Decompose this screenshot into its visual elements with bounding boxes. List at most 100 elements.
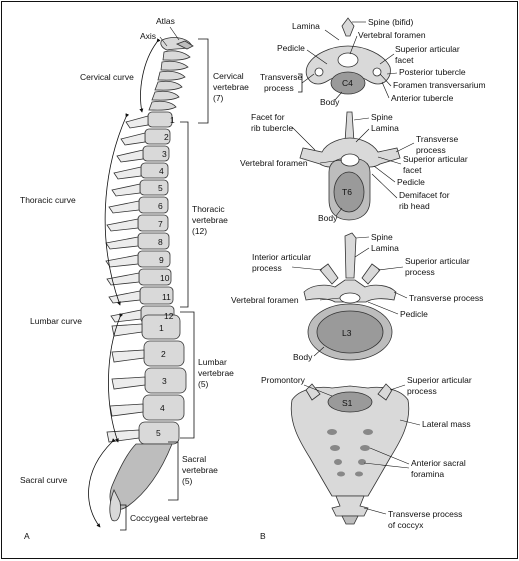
sacral-bracket (168, 441, 179, 501)
l3-spine: Spine (371, 232, 393, 242)
c4-body-label: C4 (342, 78, 353, 88)
thoracic-region-3: (12) (192, 226, 207, 236)
l3-inferior-1: Interior articular (252, 252, 311, 262)
thoracic-curve-label: Thoracic curve (20, 195, 76, 205)
lumbar-bodies (106, 314, 187, 445)
sacral-curve-label: Sacral curve (20, 475, 68, 485)
lumbar-number: 4 (160, 403, 165, 413)
thoracic-region-1: Thoracic (192, 204, 225, 214)
thoracic-bracket (180, 121, 189, 308)
lumbar-region-3: (5) (198, 379, 209, 389)
c4-sup-art-1: Superior articular (395, 44, 460, 54)
thoracic-number: 5 (158, 183, 163, 193)
l3-lamina: Lamina (371, 243, 399, 253)
thoracic-number: 12 (164, 311, 174, 321)
l3-inferior-2: process (252, 263, 282, 273)
c4-transverse-1: Transverse (260, 72, 302, 82)
c4-ant-tubercle: Anterior tubercle (391, 93, 454, 103)
lumbar-region-2: vertebrae (198, 368, 234, 378)
l3-foramen: Vertebral foramen (231, 295, 299, 305)
t6-foramen: Vertebral foramen (240, 158, 308, 168)
t6-demifacet-2: rib head (399, 201, 430, 211)
t6-sup-art-1: Superior articular (403, 154, 468, 164)
t6-pedicle: Pedicle (397, 177, 425, 187)
axis-label: Axis (140, 31, 156, 41)
thoracic-number: 3 (162, 149, 167, 159)
lumbar-number: 1 (159, 323, 164, 333)
l3-sup-art-1: Superior articular (405, 256, 470, 266)
sacrum-body-label: S1 (342, 398, 353, 408)
lumbar-curve-arrow (108, 313, 124, 443)
lumbar-number: 2 (161, 349, 166, 359)
cervical-curve-label: Cervical curve (80, 72, 134, 82)
t6-transverse-2: process (416, 145, 446, 155)
t6-sup-art-2: facet (403, 165, 422, 175)
t6-body-text: Body (318, 213, 338, 223)
cervical-curve-arrow (139, 38, 161, 113)
cervical-region-3: (7) (213, 93, 224, 103)
t6-body-label: T6 (342, 187, 352, 197)
cervical-region-2: vertebrae (213, 82, 249, 92)
c4-pedicle-label: Pedicle (277, 43, 305, 53)
l3-pedicle: Pedicle (400, 309, 428, 319)
thoracic-curve-arrow (104, 113, 130, 306)
c4-post-tubercle: Posterior tubercle (399, 67, 466, 77)
sacrum-promontory: Promontory (261, 375, 306, 385)
t6-vertebra (299, 111, 401, 221)
thoracic-number: 2 (164, 132, 169, 142)
c4-sup-art-2: facet (395, 55, 414, 65)
coccygeal-region: Coccygeal vertebrae (130, 513, 208, 523)
sacrum (290, 383, 410, 525)
thoracic-number: 8 (158, 237, 163, 247)
panel-b-letter: B (260, 531, 266, 541)
sacrum-sup-art-2: process (407, 386, 437, 396)
thoracic-number: 4 (159, 166, 164, 176)
sacral-region-1: Sacral (182, 454, 206, 464)
l3-transverse: Transverse process (409, 293, 483, 303)
atlas-label: Atlas (156, 16, 175, 26)
c4-body-text: Body (320, 97, 340, 107)
t6-demifacet-1: Demifacet for (399, 190, 450, 200)
t6-facet-2: rib tubercle (251, 123, 293, 133)
l3-vertebra (303, 232, 397, 361)
cervical-region-1: Cervical (213, 71, 244, 81)
thoracic-number: 1 (170, 115, 175, 125)
t6-transverse-1: Transverse (416, 134, 458, 144)
thoracic-number: 11 (162, 292, 171, 302)
t6-facet-1: Facet for (251, 112, 285, 122)
c4-spine-label: Spine (bifid) (368, 17, 414, 27)
thoracic-number: 6 (158, 201, 163, 211)
c4-transverse-2: process (264, 83, 294, 93)
cervical-bracket (198, 38, 209, 124)
c4-vertebra (305, 17, 391, 95)
l3-body-text: Body (293, 352, 313, 362)
c4-foramen-transversarium: Foramen transversarium (393, 80, 486, 90)
c4-foramen-label: Vertebral foramen (358, 30, 426, 40)
coccyx-transverse-2: of coccyx (388, 520, 424, 530)
sacrum-sup-art-1: Superior articular (407, 375, 472, 385)
l3-body-label: L3 (342, 328, 352, 338)
sacral-curve-arrow (88, 438, 116, 528)
lumbar-bracket (180, 311, 195, 439)
l3-sup-art-2: process (405, 267, 435, 277)
lumbar-curve-label: Lumbar curve (30, 316, 82, 326)
sacrum-foramina-1: Anterior sacral (411, 458, 466, 468)
sacrum-lateral-mass: Lateral mass (422, 419, 471, 429)
panel-a-letter: A (24, 531, 30, 541)
thoracic-number: 9 (159, 255, 164, 265)
sacral-region-2: vertebrae (182, 465, 218, 475)
thoracic-number: 10 (160, 273, 170, 283)
lumbar-region-1: Lumbar (198, 357, 227, 367)
t6-spine: Spine (371, 112, 393, 122)
sacrum-foramina-2: foramina (411, 469, 444, 479)
sacrum-lateral (109, 443, 173, 510)
thoracic-number: 7 (158, 219, 163, 229)
sacral-region-3: (5) (182, 476, 193, 486)
coccyx-transverse-1: Transverse process (388, 509, 462, 519)
t6-lamina: Lamina (371, 123, 399, 133)
